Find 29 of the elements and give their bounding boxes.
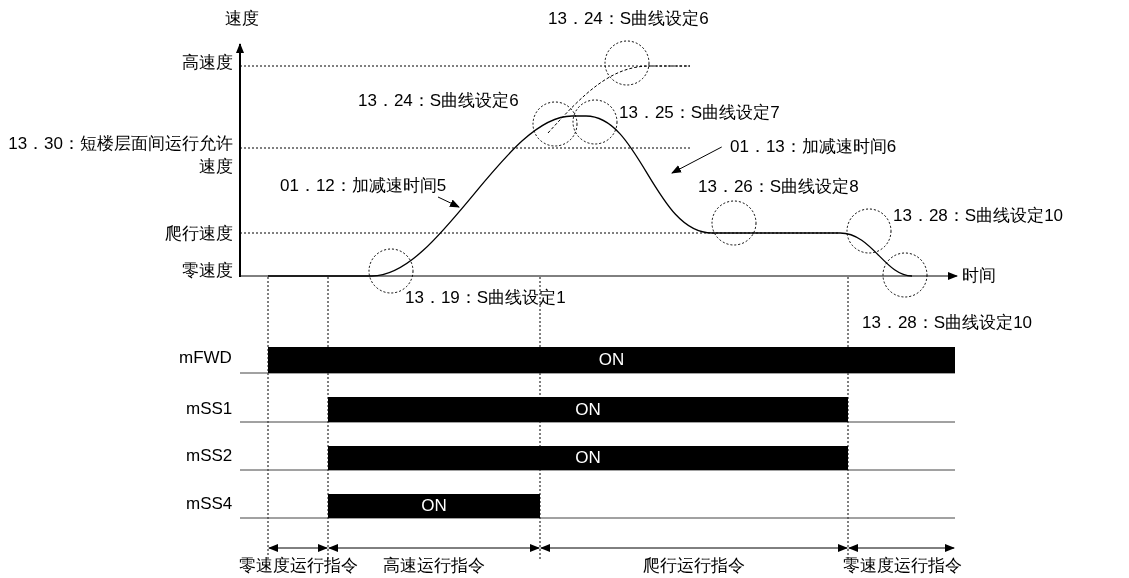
annotation-text: 01．13：加减速时间6 — [730, 136, 897, 158]
label-text: 零速度运行指令 — [238, 555, 358, 577]
label-text: 爬行速度 — [165, 223, 233, 245]
label-text: 高速运行指令 — [383, 555, 485, 577]
label-text: 零速度运行指令 — [842, 555, 962, 577]
label-text: 13．24：S曲线设定6 — [358, 90, 519, 112]
on-bar: ON — [268, 347, 955, 373]
label-text: 13．28：S曲线设定10 — [893, 205, 1064, 227]
label-text: 高速度 — [182, 52, 233, 74]
label-text: 速度 — [225, 8, 259, 30]
label-text: 零速度 — [182, 260, 233, 282]
leader-line — [671, 146, 723, 174]
label-text: 13．25：S曲线设定7 — [619, 102, 780, 124]
label-text: 13．30：短楼层面间运行允许速度 — [7, 133, 233, 178]
label-text: 13．28：S曲线设定10 — [862, 312, 1033, 334]
label-text: mFWD — [179, 347, 232, 369]
on-bar: ON — [328, 446, 848, 470]
on-bar: ON — [328, 494, 540, 518]
label-text: 爬行运行指令 — [643, 555, 745, 577]
label-text: mSS2 — [186, 445, 233, 467]
annotation-text: 01．12：加减速时间5 — [280, 175, 447, 197]
leader-line — [437, 196, 460, 208]
label-text: 13．19：S曲线设定1 — [405, 287, 566, 309]
on-bar: ON — [328, 397, 848, 422]
label-text: mSS4 — [186, 493, 233, 515]
label-text: 13．24：S曲线设定6 — [548, 8, 709, 30]
label-text: 时间 — [962, 265, 996, 287]
label-text: 13．26：S曲线设定8 — [698, 176, 859, 198]
label-text: mSS1 — [186, 398, 233, 420]
